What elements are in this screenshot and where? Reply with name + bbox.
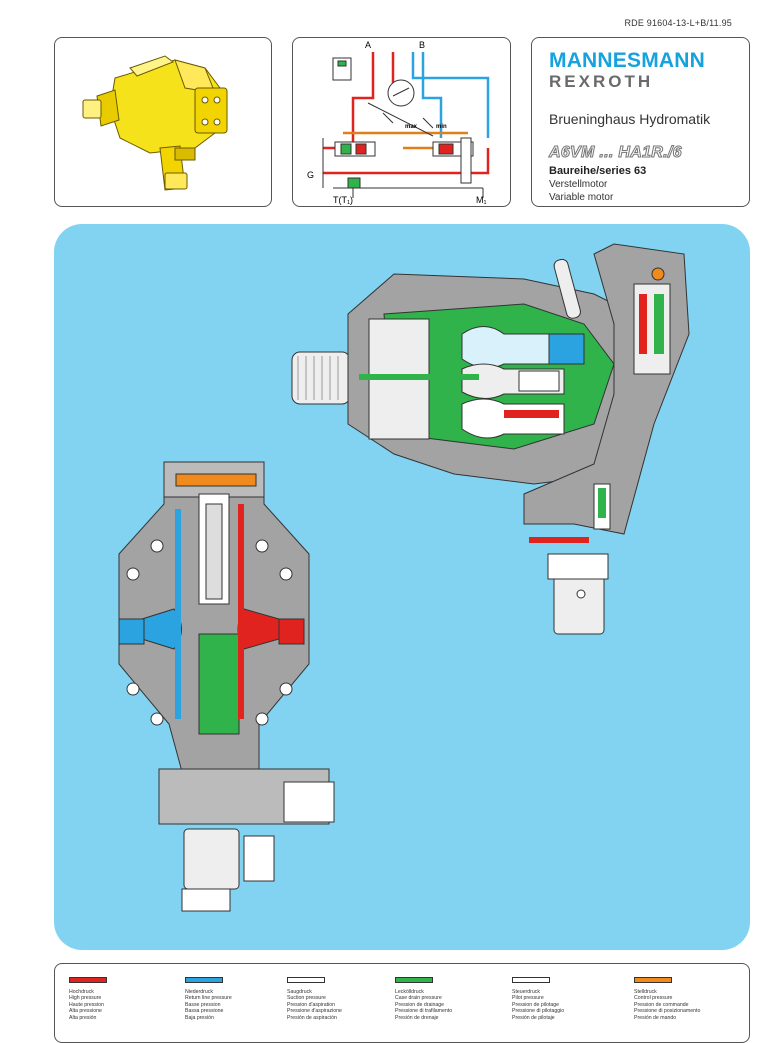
legend-swatch bbox=[287, 977, 325, 983]
motor-cutaway-side bbox=[291, 243, 690, 635]
legend-line: Pression de drainage bbox=[395, 1001, 445, 1008]
circuit-label-min: min bbox=[436, 124, 447, 130]
legend-swatch bbox=[512, 977, 550, 983]
company-name: Brueninghaus Hydromatik bbox=[549, 111, 711, 127]
legend-swatch bbox=[185, 977, 223, 983]
motor-cutaway-front bbox=[118, 461, 335, 912]
legend-line: Saugdruck bbox=[287, 989, 312, 995]
document-reference: RDE 91604-13-L+B/11.95 bbox=[624, 18, 732, 28]
cutaway-panel bbox=[54, 224, 750, 950]
subtitle-german: Verstellmotor bbox=[549, 179, 608, 190]
circuit-label-max: max bbox=[405, 124, 418, 130]
hydraulic-circuit-box: A B G T(T₁) M₁ max min bbox=[292, 37, 511, 207]
series-label: Baureihe/series 63 bbox=[549, 165, 647, 177]
legend-line: Presión de pilotaje bbox=[512, 1014, 555, 1021]
legend-line: Presión de mando bbox=[634, 1014, 677, 1021]
legend-swatch bbox=[634, 977, 672, 983]
legend-line: Case drain pressure bbox=[395, 995, 442, 1002]
model-code: A6VM ... HA1R./6 bbox=[549, 144, 683, 162]
legend-line: Basse pression bbox=[185, 1001, 221, 1008]
brand-name-line1: MANNESMANN bbox=[549, 49, 705, 72]
legend-line: Stelldruck bbox=[634, 989, 657, 995]
legend-line: Presión de aspiración bbox=[287, 1014, 337, 1021]
legend-line: Pression de commande bbox=[634, 1001, 689, 1008]
legend-line: Pression d'aspiration bbox=[287, 1001, 335, 1008]
legend-line: Pilot pressure bbox=[512, 995, 544, 1002]
circuit-port-b: B bbox=[419, 40, 425, 50]
legend-line: Control pressure bbox=[634, 995, 673, 1002]
hydraulic-circuit-diagram: A B G T(T₁) M₁ max min bbox=[307, 40, 490, 205]
legend-line: Pressione di pilotaggio bbox=[512, 1008, 565, 1015]
legend-line: Presión de drenaje bbox=[395, 1014, 439, 1021]
legend-line: Bassa pressione bbox=[185, 1008, 224, 1015]
legend-line: Leckölldruck bbox=[395, 989, 424, 995]
cutaway-illustration bbox=[118, 243, 690, 912]
legend-line: Steuerdruck bbox=[512, 989, 540, 995]
legend-line: Return line pressure bbox=[185, 995, 232, 1002]
legend-line: High pressure bbox=[69, 995, 102, 1002]
circuit-port-t: T(T₁) bbox=[333, 195, 353, 205]
legend-line: Alta presión bbox=[69, 1014, 97, 1021]
legend-line: Suction pressure bbox=[287, 995, 326, 1002]
legend-line: Hochdruck bbox=[69, 989, 94, 995]
legend-line: Pressione di trafilamento bbox=[395, 1008, 453, 1015]
motor-illustration bbox=[82, 55, 228, 191]
legend-swatch bbox=[395, 977, 433, 983]
title-block: MANNESMANN REXROTH Brueninghaus Hydromat… bbox=[531, 37, 750, 207]
legend-swatch bbox=[69, 977, 107, 983]
circuit-port-g: G bbox=[307, 170, 314, 180]
legend-line: Niederdruck bbox=[185, 989, 213, 995]
motor-illustration-box bbox=[54, 37, 272, 207]
legend-line: Haute pression bbox=[69, 1001, 104, 1008]
brand-name-line2: REXROTH bbox=[549, 72, 654, 91]
legend-line: Alta pressione bbox=[69, 1008, 102, 1015]
legend-line: Pression de pilotage bbox=[512, 1001, 560, 1008]
legend-line: Baja presión bbox=[185, 1014, 214, 1021]
subtitle-english: Variable motor bbox=[549, 192, 614, 203]
legend-line: Pressione d'aspirazione bbox=[287, 1008, 342, 1015]
circuit-port-m: M₁ bbox=[476, 195, 487, 205]
legend-line: Pressione di posizionamento bbox=[634, 1008, 701, 1015]
circuit-port-a: A bbox=[365, 40, 371, 50]
